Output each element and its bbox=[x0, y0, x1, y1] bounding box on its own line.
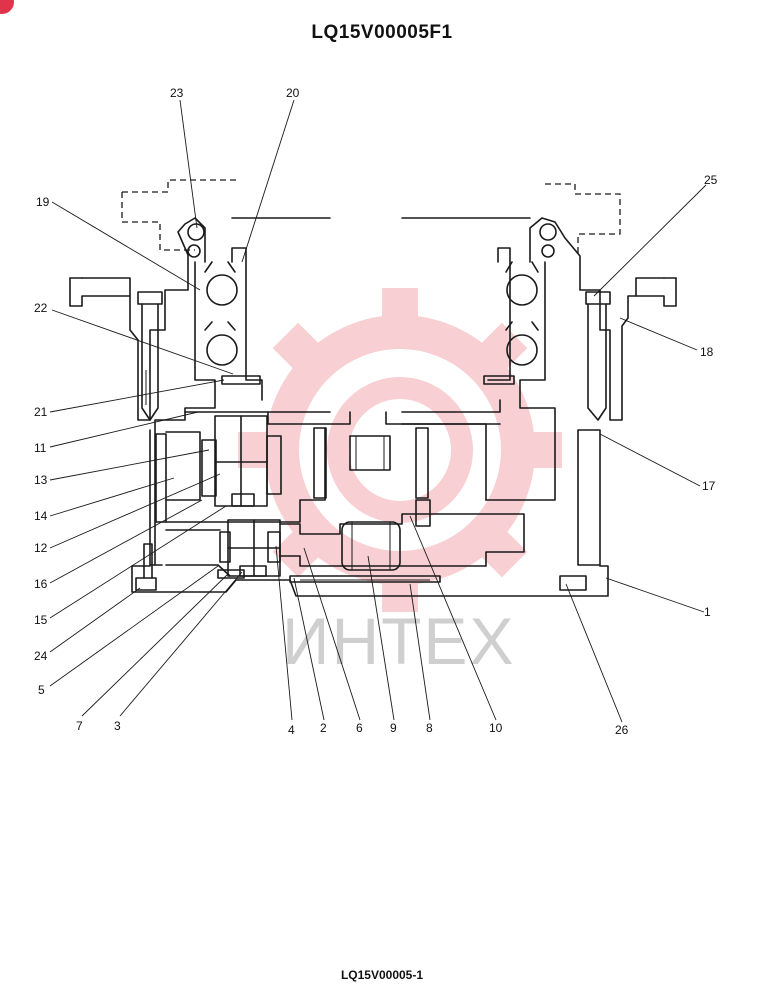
callout-3: 3 bbox=[114, 719, 121, 733]
callout-14: 14 bbox=[34, 509, 48, 523]
drawing-code: LQ15V00005-1 bbox=[340, 968, 424, 982]
callout-5: 5 bbox=[38, 683, 45, 697]
drawing-title: LQ15V00005F1 bbox=[311, 22, 453, 43]
callout-23: 23 bbox=[170, 86, 184, 100]
callout-26: 26 bbox=[615, 723, 629, 737]
callout-24: 24 bbox=[34, 649, 48, 663]
callout-7: 7 bbox=[76, 719, 83, 733]
callout-6: 6 bbox=[356, 721, 363, 735]
callout-1: 1 bbox=[704, 605, 711, 619]
callout-17: 17 bbox=[702, 479, 716, 493]
callout-21: 21 bbox=[34, 405, 48, 419]
callout-labels: 23 20 25 19 22 18 21 11 13 17 14 12 16 1… bbox=[34, 86, 718, 737]
callout-19: 19 bbox=[36, 195, 50, 209]
callout-20: 20 bbox=[286, 86, 300, 100]
callout-15: 15 bbox=[34, 613, 48, 627]
callout-11: 11 bbox=[34, 441, 47, 455]
callout-8: 8 bbox=[426, 721, 433, 735]
callout-12: 12 bbox=[34, 541, 48, 555]
callout-9: 9 bbox=[390, 721, 397, 735]
callout-16: 16 bbox=[34, 577, 48, 591]
callout-18: 18 bbox=[700, 345, 714, 359]
watermark-text: ИНТЕХ bbox=[282, 604, 515, 678]
callout-10: 10 bbox=[489, 721, 503, 735]
callout-25: 25 bbox=[704, 173, 718, 187]
callout-13: 13 bbox=[34, 473, 48, 487]
callout-4: 4 bbox=[288, 723, 295, 737]
callout-2: 2 bbox=[320, 721, 327, 735]
leader-lines bbox=[49, 99, 707, 723]
callout-22: 22 bbox=[34, 301, 48, 315]
